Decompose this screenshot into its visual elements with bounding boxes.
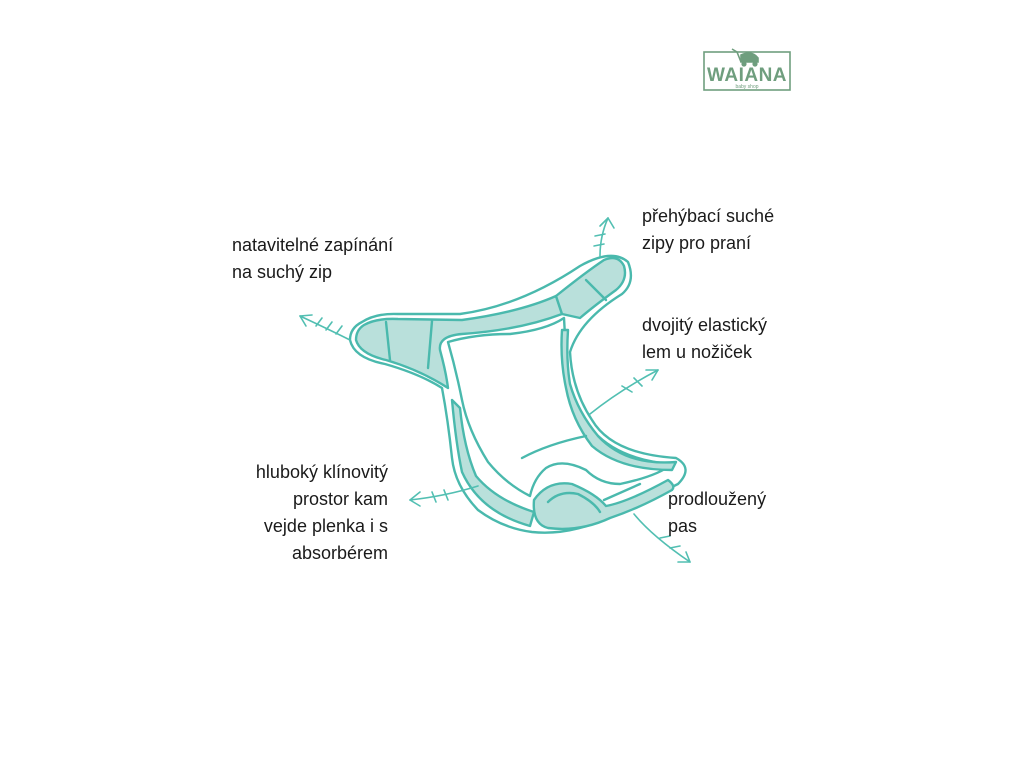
label-closure-line-2: na suchý zip — [232, 262, 333, 282]
leg-band-left — [450, 398, 536, 528]
label-pocket: hluboký klínovitý prostor kam vejde plen… — [256, 459, 388, 567]
closure-band-left — [354, 294, 564, 390]
diaper-illustration — [348, 254, 687, 534]
label-pocket-line-1: hluboký klínovitý — [255, 462, 388, 482]
stroller-icon — [731, 48, 759, 67]
label-tabs-line-2: zipy pro praní — [642, 233, 752, 253]
annotation-arrows — [299, 217, 691, 563]
arrow-tabs — [593, 217, 615, 257]
arrow-leg — [589, 369, 659, 415]
label-leg-line-1: dvojitý elastický — [642, 315, 768, 335]
label-pocket-line-4: absorbérem — [291, 543, 388, 563]
label-waist: prodloužený pas — [668, 486, 766, 540]
label-tabs: přehýbací suché zipy pro praní — [642, 203, 774, 257]
label-closure-line-1: natavitelné zapínání — [232, 235, 394, 255]
leg-band-right — [560, 328, 678, 472]
label-pocket-line-2: prostor kam — [292, 489, 388, 509]
arrow-pocket — [409, 485, 479, 507]
label-waist-line-2: pas — [668, 516, 698, 536]
label-waist-line-1: prodloužený — [668, 489, 767, 509]
arrow-closure — [299, 314, 351, 341]
folding-tab-right — [554, 256, 627, 320]
label-tabs-line-1: přehýbací suché — [642, 206, 775, 226]
label-leg-line-2: lem u nožiček — [642, 342, 753, 362]
waiana-logo: WAIANA baby shop — [703, 48, 791, 91]
logo-tagline: baby shop — [735, 84, 758, 90]
label-leg: dvojitý elastický lem u nožiček — [642, 312, 767, 366]
arrow-waist — [633, 513, 691, 563]
logo-wordmark: WAIANA — [707, 65, 787, 86]
label-pocket-line-3: vejde plenka i s — [263, 516, 388, 536]
label-closure: natavitelné zapínání na suchý zip — [232, 232, 393, 286]
